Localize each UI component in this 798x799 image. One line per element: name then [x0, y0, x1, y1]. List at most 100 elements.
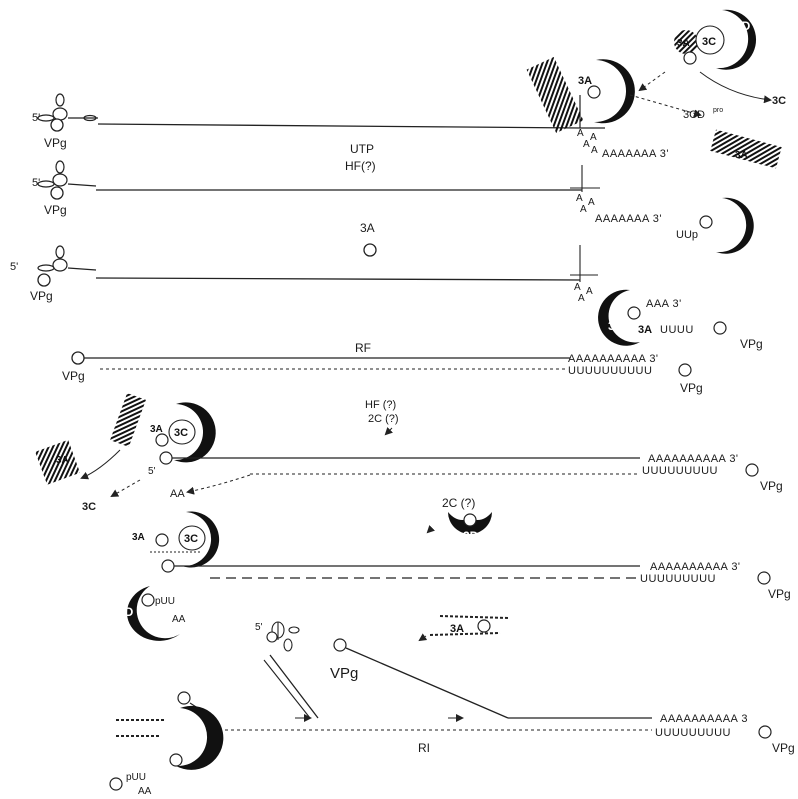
- vpg-label: VPg: [740, 337, 763, 351]
- protein-3a-label: 3A: [735, 150, 748, 161]
- arrow: [700, 72, 770, 100]
- product-3c-label: 3C: [82, 501, 96, 513]
- aa-label: AA: [138, 786, 152, 797]
- vpg-circle: [746, 464, 758, 476]
- protein-2c-label: 2C (?): [368, 413, 399, 425]
- poly-a-tail: AAAAAAAAAA 3': [568, 353, 659, 365]
- vpg-circle: [464, 514, 476, 526]
- poly-a-tail: AAAAAAA 3': [602, 148, 669, 160]
- a-label: A: [588, 197, 595, 208]
- protein-3d-label: 3D: [170, 717, 186, 731]
- vpg-circle: [759, 726, 771, 738]
- five-prime-label: 5': [148, 466, 156, 477]
- rf-label: RF: [355, 341, 371, 355]
- vpg-label: VPg: [760, 479, 783, 493]
- vpg-circle: [178, 692, 190, 704]
- hf-label: HF(?): [345, 159, 376, 173]
- cloverleaf-structure: [38, 161, 96, 187]
- vpg-circle: [156, 534, 168, 546]
- arrow: [428, 528, 432, 532]
- arrow: [640, 72, 665, 90]
- vpg-circle: [51, 187, 63, 199]
- vpg-circle: [156, 434, 168, 446]
- vpg-circle: [334, 639, 346, 651]
- membrane-hatch: [527, 57, 584, 133]
- protein-3d-label: 3D: [735, 19, 751, 33]
- row-4-rf: RF AAAAAAAAAA 3' VPg UUUUUUUUUU VPg: [62, 341, 703, 395]
- arrow: [386, 428, 392, 434]
- row-7-ri: 5' VPg AAAAAAAAAA 3 UUUUUUUUU VPg RI 3D …: [110, 622, 795, 797]
- poly-a-tail: AAA 3': [646, 298, 682, 310]
- rna-strand: [270, 655, 318, 718]
- protein-3d-label: 3D: [608, 319, 624, 333]
- protein-3a-label: 3A: [150, 424, 163, 435]
- vpg-circle: [38, 274, 50, 286]
- membrane-line: [430, 633, 500, 635]
- vpg-circle: [364, 244, 376, 256]
- cloverleaf-structure: [38, 246, 96, 271]
- arrow: [82, 450, 120, 478]
- vpg-circle: [684, 52, 696, 64]
- protein-3c-label: 3C: [702, 36, 716, 48]
- vpg-label: VPg: [62, 369, 85, 383]
- five-prime-label: 5': [32, 112, 40, 124]
- a-label: A: [578, 293, 585, 304]
- five-prime-label: 5': [32, 177, 40, 189]
- rna-strand: [96, 278, 580, 280]
- protein-3a-label: 3A: [677, 38, 690, 49]
- puu-label: pUU: [126, 772, 146, 783]
- vpg-circle: [142, 594, 154, 606]
- puu-label: pUU: [155, 596, 175, 607]
- vpg-circle: [110, 778, 122, 790]
- poly-u-tail: UUUUUUUUUU: [568, 365, 652, 377]
- row-1: 5' VPg UTP HF(?) A A A A AAAAAAA 3' 3D 3…: [32, 10, 786, 173]
- membrane-hatch: [110, 393, 146, 447]
- protein-3a-label: 3A: [166, 737, 180, 749]
- poly-u-tail: UUUU: [660, 324, 694, 336]
- ri-label: RI: [418, 741, 430, 755]
- row-5: HF (?) 2C (?) 3D 3C 3A 5' 3A 3C AAAAAAAA…: [35, 393, 782, 513]
- arrow: [112, 480, 140, 496]
- three-prime-structure: [570, 245, 598, 282]
- row-6: 3D 3C 3A AAAAAAAAAA 3' UUUUUUUUU VPg 2C …: [118, 496, 791, 641]
- protein-3d-label: 3D: [118, 605, 134, 619]
- poly-a-tail: AAAAAAAAAA 3': [650, 561, 741, 573]
- cloverleaf-structure: [38, 94, 98, 121]
- protein-3d: [176, 706, 223, 770]
- protein-3d-label: 3D: [720, 212, 736, 226]
- negative-strand: [188, 475, 250, 492]
- product-3cd-superscript: pro: [713, 107, 723, 114]
- a-label: A: [591, 145, 598, 156]
- a-label: A: [590, 132, 597, 143]
- protein-2c-label: 2C (?): [442, 496, 475, 510]
- vpg-circle: [700, 216, 712, 228]
- vpg-circle: [162, 560, 174, 572]
- protein-3a-label: 3A: [56, 455, 69, 466]
- poly-u-tail: UUUUUUUUU: [655, 727, 731, 739]
- a-label: A: [576, 193, 583, 204]
- protein-3a-label: 3A: [360, 221, 375, 235]
- protein-3d-label: 3D: [463, 529, 479, 543]
- vpg-label: VPg: [44, 136, 67, 150]
- uup-label: UUp: [676, 229, 698, 241]
- vpg-label: VPg: [772, 741, 795, 755]
- vpg-circle: [478, 620, 490, 632]
- membrane-hatch: [710, 130, 781, 169]
- protein-3a-label: 3A: [638, 324, 652, 336]
- vpg-circle: [170, 754, 182, 766]
- vpg-large-label: VPg: [330, 665, 358, 682]
- aa-label: AA: [172, 614, 186, 625]
- vpg-label: VPg: [768, 587, 791, 601]
- a-label: A: [583, 139, 590, 150]
- vpg-circle: [51, 119, 63, 131]
- vpg-circle: [72, 352, 84, 364]
- product-3c-label: 3C: [772, 95, 786, 107]
- hf-label: HF (?): [365, 399, 396, 411]
- protein-3a-label: 3A: [450, 623, 464, 635]
- a-label: A: [574, 282, 581, 293]
- vpg-circle: [714, 322, 726, 334]
- poly-a-tail: AAAAAAA 3': [595, 213, 662, 225]
- vpg-label: VPg: [680, 381, 703, 395]
